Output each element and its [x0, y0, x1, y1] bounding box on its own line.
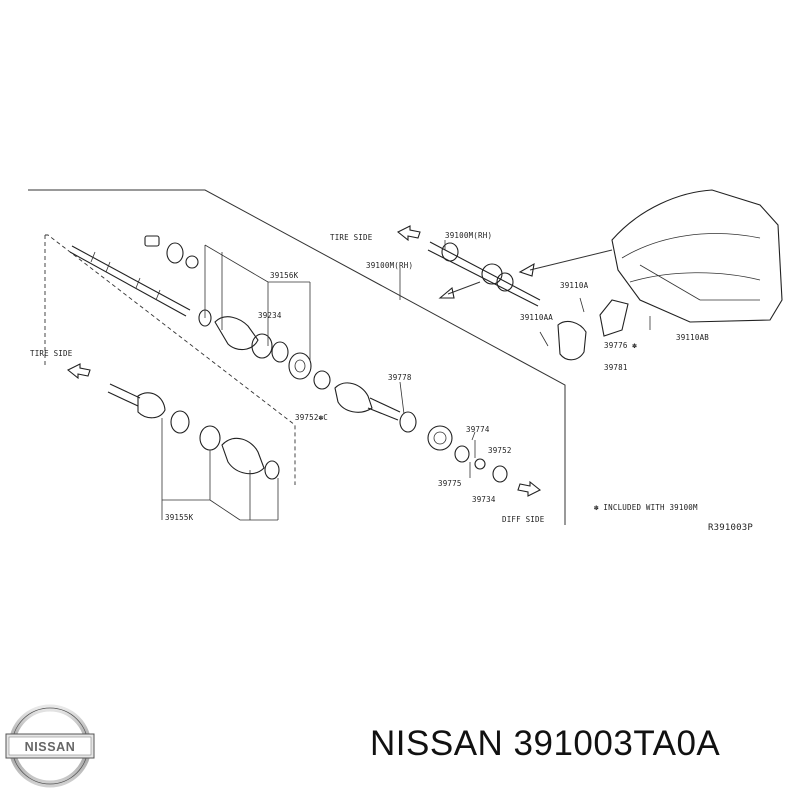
label-tire-side-left: TIRE SIDE — [30, 349, 73, 358]
label-tire-side-top: TIRE SIDE — [330, 233, 373, 242]
label-diff-side: DIFF SIDE — [502, 515, 545, 524]
label-39110ab: 39110AB — [676, 333, 709, 342]
reference-code: R391003P — [708, 523, 753, 533]
label-39100m-rh-mid: 39100M(RH) — [366, 261, 413, 270]
label-39110a: 39110A — [560, 281, 589, 290]
footnote: ✽ INCLUDED WITH 39100M — [594, 503, 698, 512]
inner-shaft — [69, 235, 199, 317]
svg-text:NISSAN: NISSAN — [25, 740, 76, 754]
label-39100m-rh-top: 39100M(RH) — [445, 231, 492, 240]
label-39734: 39734 — [472, 495, 496, 504]
label-39155k: 39155K — [165, 513, 194, 522]
label-39778: 39778 — [388, 373, 412, 382]
assembled-drive-shaft — [427, 241, 651, 361]
middle-joint — [334, 382, 508, 483]
product-caption: NISSAN 391003TA0A — [370, 724, 721, 763]
label-39752: 39752 — [488, 446, 512, 455]
label-39110aa: 39110AA — [520, 313, 553, 322]
direction-arrows — [66, 225, 613, 497]
leader-lines — [399, 240, 476, 441]
part-labels: TIRE SIDE 39100M(RH) 39100M(RH) 39156K 3… — [30, 231, 753, 533]
nissan-logo: NISSAN — [5, 704, 95, 788]
label-39156k: 39156K — [270, 271, 299, 280]
label-39774: 39774 — [466, 425, 490, 434]
label-39781: 39781 — [604, 363, 628, 372]
diagram-frame — [28, 189, 566, 525]
outer-joint-kit — [107, 383, 280, 521]
label-39752c: 39752✽C — [295, 413, 328, 422]
label-39776: 39776 ✽ — [604, 341, 637, 350]
vehicle-front-sketch — [611, 189, 783, 323]
upper-boot-kit — [198, 244, 331, 390]
label-39234: 39234 — [258, 311, 282, 320]
label-39775: 39775 — [438, 479, 462, 488]
